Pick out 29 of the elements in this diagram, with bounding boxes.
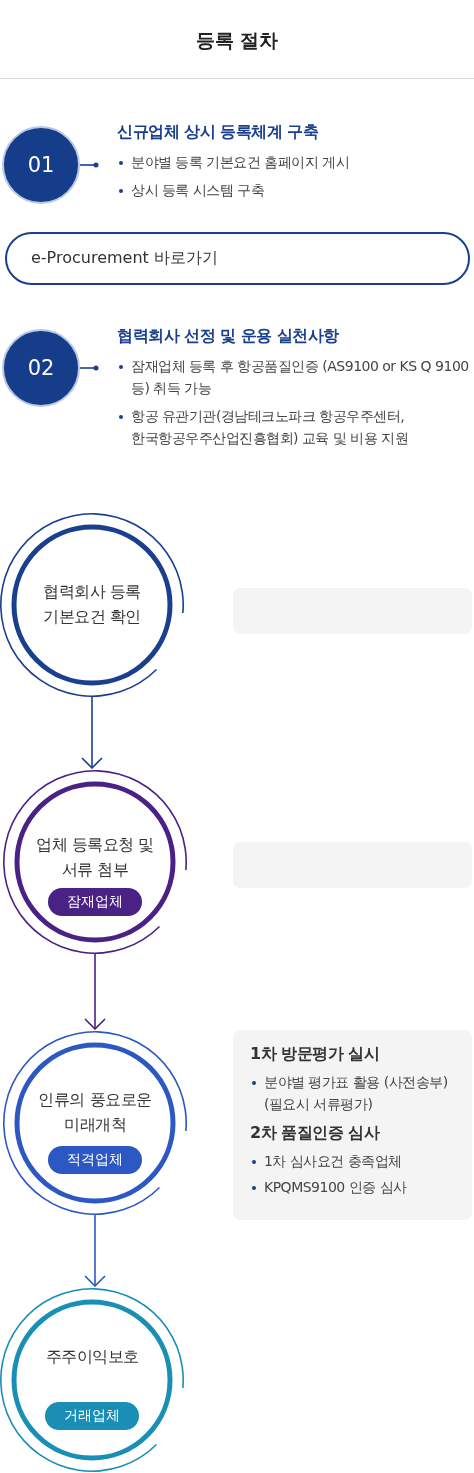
- status-badge: 적격업체: [48, 1146, 142, 1174]
- arrow: [81, 696, 103, 769]
- info-panel: [233, 1030, 472, 1220]
- bullet-item: 상시 등록 시스템 구축: [117, 179, 470, 201]
- arrow: [84, 953, 106, 1030]
- step-title: 협력회사 등록 기본요건 확인: [42, 581, 142, 628]
- panel-heading: 1차 방문평가 실시: [250, 1044, 381, 1065]
- section-heading: 협력회사 선정 및 운용 실천사항: [117, 326, 340, 347]
- link-pill: [5, 232, 470, 285]
- step-number-circle: 01: [2, 126, 80, 204]
- connector-line: [79, 162, 99, 168]
- bullet-item: 분야별 평가표 활용 (사전송부) (필요시 서류평가): [250, 1071, 458, 1115]
- step-title: 업체 등록요청 및 서류 첨부: [35, 834, 155, 881]
- page-title: 등록 절차: [194, 28, 280, 53]
- step-number-circle: 02: [2, 329, 80, 407]
- connector-line: [79, 365, 99, 371]
- section-heading: 신규업체 상시 등록체계 구축: [117, 122, 320, 143]
- bullet-item: 분야별 등록 기본요건 홈페이지 게시: [117, 151, 470, 173]
- bullet-item: KPQMS9100 인증 심사: [250, 1176, 458, 1198]
- bullet-item: 잠재업체 등록 후 항공품질인증 (AS9100 or KS Q 9100 등) 취득 가능: [117, 355, 470, 399]
- link-text: e-Procurement 바로가기: [31, 248, 218, 269]
- status-badge: 거래업체: [45, 1402, 139, 1430]
- step-title: 인류의 풍요로운 미래개척: [37, 1089, 153, 1136]
- panel-heading: 2차 품질인증 심사: [250, 1123, 381, 1144]
- bullet-item: 1차 심사요건 충족업체: [250, 1150, 458, 1172]
- step-title: 주주이익보호: [44, 1346, 140, 1368]
- arrow: [84, 1214, 106, 1287]
- bullet-item: 항공 유관기관(경남테크노파크 항공우주센터, 한국항공우주산업진흥협회) 교육 및 비용 지원: [117, 405, 470, 449]
- status-badge: 잠재업체: [48, 888, 142, 916]
